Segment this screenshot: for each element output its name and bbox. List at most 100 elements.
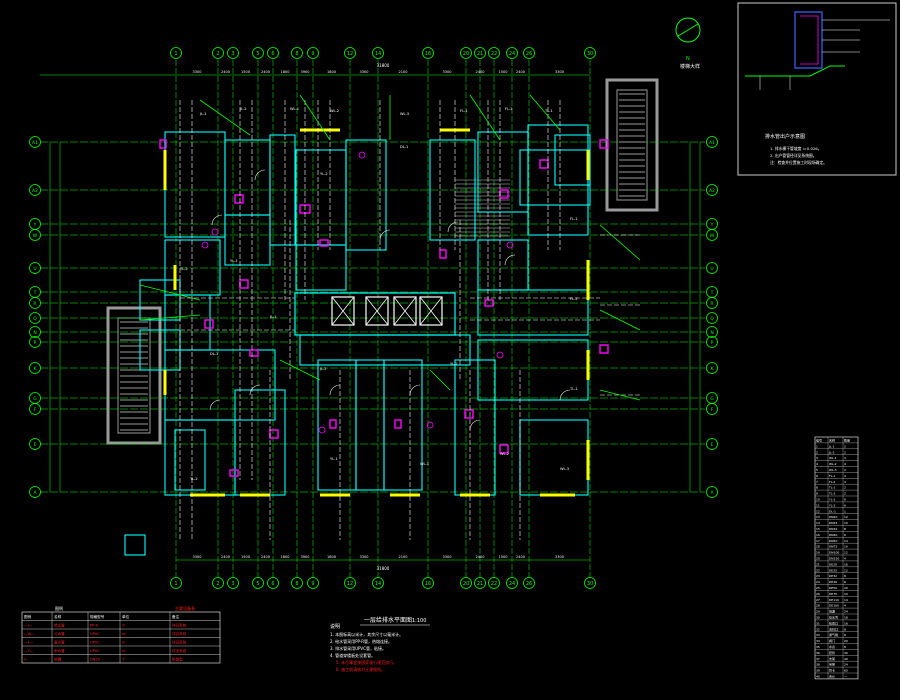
schedule-cell: 12 xyxy=(844,568,848,572)
schedule-cell: 1 xyxy=(816,444,818,448)
detail-note-line: 1. 排水横干管坡度 i=0.026。 xyxy=(770,146,822,151)
axis-bubble-icon xyxy=(291,47,303,59)
axis-bubble-icon xyxy=(706,362,718,374)
wall-outline xyxy=(554,134,591,186)
schedule-cell: 26 xyxy=(816,592,820,596)
fixture-symbol xyxy=(159,139,167,149)
schedule-cell: 40 xyxy=(844,657,848,661)
note-line-red: 5. 未尽事宜按国家现行规范执行。 xyxy=(336,659,397,665)
axis-bubble-icon xyxy=(372,577,384,589)
schedule-cell: WL-2 xyxy=(829,462,837,466)
fixture-symbol xyxy=(249,349,259,357)
pipe-label: YL-2 xyxy=(320,172,328,176)
axis-row-label-left: N xyxy=(33,330,36,336)
schedule-cell: 8 xyxy=(844,574,846,578)
elevator-core xyxy=(294,292,456,336)
axis-bubble-icon xyxy=(307,577,319,589)
pipe-label: YL-1 xyxy=(330,457,338,461)
schedule-cell: 检查口 xyxy=(829,620,838,625)
door-swing xyxy=(447,221,459,233)
riser-icon xyxy=(201,241,209,249)
axis-col-label-bottom: 12 xyxy=(347,581,353,587)
axis-bubble-icon xyxy=(506,577,518,589)
axis-col-label-top: 6 xyxy=(271,51,274,57)
schedule-cell: 阀门 xyxy=(829,638,835,643)
plan-scale: 1:100 xyxy=(412,618,426,624)
axis-row-label-right: R xyxy=(710,301,713,307)
schedule-cell: 27 xyxy=(816,598,820,602)
schedule-cell: DN150 xyxy=(829,557,839,561)
legend-cell: 个 xyxy=(122,657,126,662)
schedule-cell: 8 xyxy=(844,527,846,531)
axis-bubble-icon xyxy=(422,47,434,59)
axis-bubble-icon xyxy=(344,577,356,589)
dim-value-top: 3300 xyxy=(443,70,452,74)
axis-row-label-left: W xyxy=(33,233,38,239)
schedule-cell: DN50 xyxy=(829,539,837,543)
schedule-cell: 地漏 xyxy=(829,609,835,614)
schedule-frame xyxy=(814,436,859,680)
axis-row-label-left: E xyxy=(34,442,37,448)
dim-value-top: 1500 xyxy=(241,70,250,74)
pipe-label: DL-1 xyxy=(400,145,408,149)
schedule-cell: 34 xyxy=(816,639,820,643)
schedule-cell: 2 xyxy=(844,468,846,472)
schedule-cell: DN40 xyxy=(829,533,837,537)
axis-bubble-icon xyxy=(307,47,319,59)
schedule-cell: 套管 xyxy=(829,650,835,655)
schedule-cell: 4 xyxy=(844,557,846,561)
fixture-symbol xyxy=(484,299,494,307)
axis-col-label-top: 1 xyxy=(174,51,177,57)
schedule-cell: 吊架 xyxy=(829,662,835,667)
axis-row-label-right: Q xyxy=(710,316,714,322)
axis-col-label-top: 21 xyxy=(477,51,483,57)
pipe-label: YL-2 xyxy=(450,362,458,366)
axis-bubble-icon xyxy=(267,577,279,589)
schedule-cell: YL-1 xyxy=(829,498,836,502)
legend-cell: m xyxy=(122,632,126,636)
schedule-cell: 16 xyxy=(844,621,848,625)
wall-outline xyxy=(174,429,206,491)
schedule-cell: 22 xyxy=(816,568,820,572)
riser-icon xyxy=(318,426,326,434)
leader-line xyxy=(599,224,641,261)
pipe-label: TL-1 xyxy=(544,109,553,113)
schedule-cell: DE40 xyxy=(829,580,837,584)
note-line: 3. 排水管采用UPVC管，粘接。 xyxy=(330,645,386,651)
schedule-cell: 25 xyxy=(816,586,820,590)
axis-bubble-icon xyxy=(706,336,718,348)
schedule-cell: 通气帽 xyxy=(829,632,838,637)
schedule-cell: 20 xyxy=(816,557,820,561)
schedule-cell: 13 xyxy=(816,515,820,519)
axis-bubble-icon xyxy=(488,577,500,589)
legend-red-title: 主要设备表 xyxy=(175,605,195,611)
legend-cell: m xyxy=(122,649,126,653)
schedule-cell: 12 xyxy=(844,551,848,555)
legend-cell: 详见系统 xyxy=(172,648,187,653)
dim-value-top: 2100 xyxy=(399,70,408,74)
axis-bubble-icon xyxy=(267,47,279,59)
axis-bubble-icon xyxy=(706,312,718,324)
legend-cell: —F— xyxy=(24,641,34,645)
schedule-header: 数量 xyxy=(844,438,850,443)
schedule-cell: DL-1 xyxy=(829,509,836,513)
dim-value-top: 1800 xyxy=(281,70,290,74)
dim-overall-bottom: 31800 xyxy=(377,566,390,571)
schedule-cell: 6 xyxy=(844,633,846,637)
wall-outline xyxy=(224,214,271,266)
fixture-symbol xyxy=(329,419,337,429)
schedule-cell: 2 xyxy=(844,444,846,448)
schedule-cell: 6 xyxy=(844,498,846,502)
axis-bubble-icon xyxy=(29,262,41,274)
riser-icon xyxy=(358,151,366,159)
schedule-cell: 14 xyxy=(816,521,820,525)
pipe-label: YL-1 xyxy=(230,259,238,263)
axis-bubble-icon xyxy=(460,577,472,589)
schedule-cell: 23 xyxy=(816,574,820,578)
axis-row-label-left: R xyxy=(33,301,36,307)
axis-col-label-top: 5 xyxy=(256,51,259,57)
door-swing xyxy=(469,419,481,431)
axis-bubble-icon xyxy=(706,297,718,309)
door-swing xyxy=(249,384,261,396)
